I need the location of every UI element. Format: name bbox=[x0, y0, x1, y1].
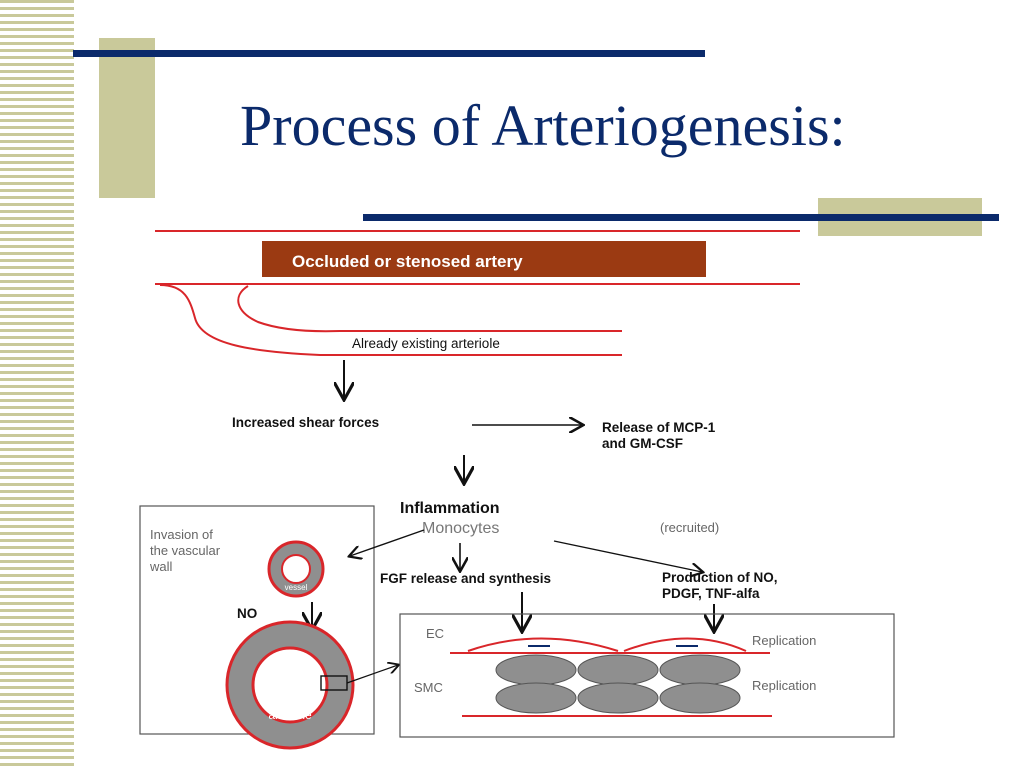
title-bottom-rule bbox=[363, 214, 999, 221]
ec-replication-label: Replication bbox=[752, 633, 816, 648]
release-label-line1: Release of MCP-1 bbox=[602, 420, 716, 435]
smooth-muscle-cell-2 bbox=[577, 654, 659, 686]
title-top-rule bbox=[73, 50, 705, 57]
arteriole-branch-inner bbox=[237, 285, 622, 333]
smc-label: SMC bbox=[414, 680, 443, 695]
title-accent-block-left bbox=[99, 38, 155, 198]
smooth-muscle-cell-3 bbox=[659, 654, 741, 686]
invasion-label-line1: Invasion of bbox=[150, 527, 213, 542]
smooth-muscle-cell-5 bbox=[577, 682, 659, 714]
smooth-muscle-cell-1 bbox=[495, 654, 577, 686]
arrow-to-production bbox=[553, 540, 702, 572]
left-stripe-decoration bbox=[0, 0, 74, 768]
large-arteriole-lumen bbox=[251, 646, 329, 724]
inflammation-label: Inflammation bbox=[400, 500, 500, 517]
endothelial-cell-2 bbox=[623, 637, 747, 652]
endothelial-cell-1 bbox=[467, 637, 619, 652]
no-label: NO bbox=[237, 606, 257, 621]
banner-label: Occluded or stenosed artery bbox=[292, 252, 523, 271]
ec-label: EC bbox=[426, 626, 444, 641]
release-label-line2: and GM-CSF bbox=[602, 436, 683, 451]
small-vessel-label: vessel bbox=[285, 583, 308, 592]
recruited-label: (recruited) bbox=[660, 520, 719, 535]
occluded-artery-banner bbox=[262, 241, 706, 277]
smooth-muscle-cell-6 bbox=[659, 682, 741, 714]
production-label-line2: PDGF, TNF-alfa bbox=[662, 586, 760, 601]
slide-title: Process of Arteriogenesis: bbox=[240, 93, 846, 158]
invasion-label-line3: wall bbox=[149, 559, 173, 574]
fgf-label: FGF release and synthesis bbox=[380, 571, 551, 586]
zoom-connector bbox=[346, 665, 398, 684]
smooth-muscle-cell-4 bbox=[495, 682, 577, 714]
production-label-line1: Production of NO, bbox=[662, 570, 778, 585]
vessel-wall-box bbox=[399, 613, 895, 738]
small-vessel-lumen bbox=[281, 554, 311, 584]
invasion-label-line2: the vascular bbox=[150, 543, 221, 558]
existing-arteriole-label: Already existing arteriole bbox=[352, 336, 500, 351]
shear-forces-label: Increased shear forces bbox=[232, 415, 379, 430]
arteriole-branch-outer bbox=[159, 284, 622, 356]
smc-replication-label: Replication bbox=[752, 678, 816, 693]
arrow-to-invasion bbox=[350, 529, 425, 556]
arteriole-label: arteriole bbox=[268, 708, 312, 722]
monocytes-label: Monocytes bbox=[422, 520, 499, 537]
